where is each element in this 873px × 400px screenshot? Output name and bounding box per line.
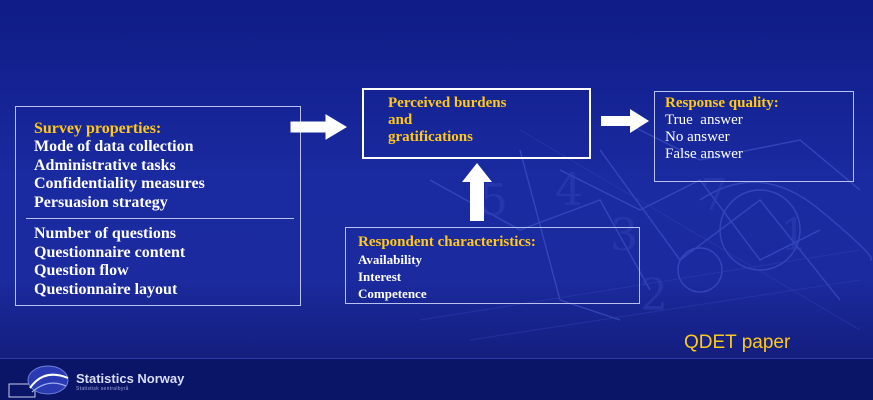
survey-item: Questionnaire content (34, 243, 186, 261)
footer-divider (0, 358, 873, 359)
respondent-item: Availability (358, 252, 423, 267)
response-quality-heading: Response quality: (665, 95, 779, 111)
quality-item: False answer (665, 146, 743, 162)
survey-item: Persuasion strategy (34, 193, 168, 211)
statistics-norway-logo-icon (8, 365, 69, 398)
survey-item: Number of questions (34, 225, 176, 242)
org-name: Statistics Norway (76, 371, 185, 386)
response-quality-box: Response quality: True answer No answer … (654, 91, 854, 182)
survey-item: Questionnaire layout (34, 280, 178, 298)
svg-text:5: 5 (480, 175, 508, 226)
survey-item: Question flow (34, 262, 129, 279)
respondent-characteristics-box: Respondent characteristics: Availability… (345, 227, 640, 304)
right-arrow-icon (601, 109, 649, 133)
svg-text:2: 2 (640, 270, 668, 321)
up-arrow-icon (462, 163, 492, 221)
slide-footer-label: QDET paper (684, 332, 791, 353)
svg-text:4: 4 (555, 165, 583, 216)
survey-item: Mode of data collection (34, 138, 194, 155)
respondent-heading: Respondent characteristics: (358, 234, 536, 250)
respondent-item: Competence (358, 286, 427, 301)
svg-text:7: 7 (700, 170, 728, 221)
survey-properties-box: Survey properties: Mode of data collecti… (15, 106, 301, 306)
quality-item: True answer (665, 112, 743, 128)
burdens-line: Perceived burdens (388, 95, 507, 111)
burdens-line: gratifications (388, 129, 473, 145)
perceived-burdens-box: Perceived burdens and gratifications (362, 88, 591, 159)
divider (26, 218, 294, 219)
footer-bar (0, 358, 873, 400)
survey-item: Administrative tasks (34, 156, 176, 174)
burdens-line: and (388, 112, 413, 128)
org-subname: Statistisk sentralbyrå (76, 386, 129, 392)
svg-text:1: 1 (780, 210, 808, 261)
respondent-item: Interest (358, 269, 402, 284)
quality-item: No answer (665, 129, 730, 145)
survey-item: Confidentiality measures (34, 175, 205, 192)
survey-properties-heading: Survey properties: (34, 120, 162, 137)
svg-text:3: 3 (610, 210, 638, 261)
right-arrow-icon (290, 114, 347, 140)
